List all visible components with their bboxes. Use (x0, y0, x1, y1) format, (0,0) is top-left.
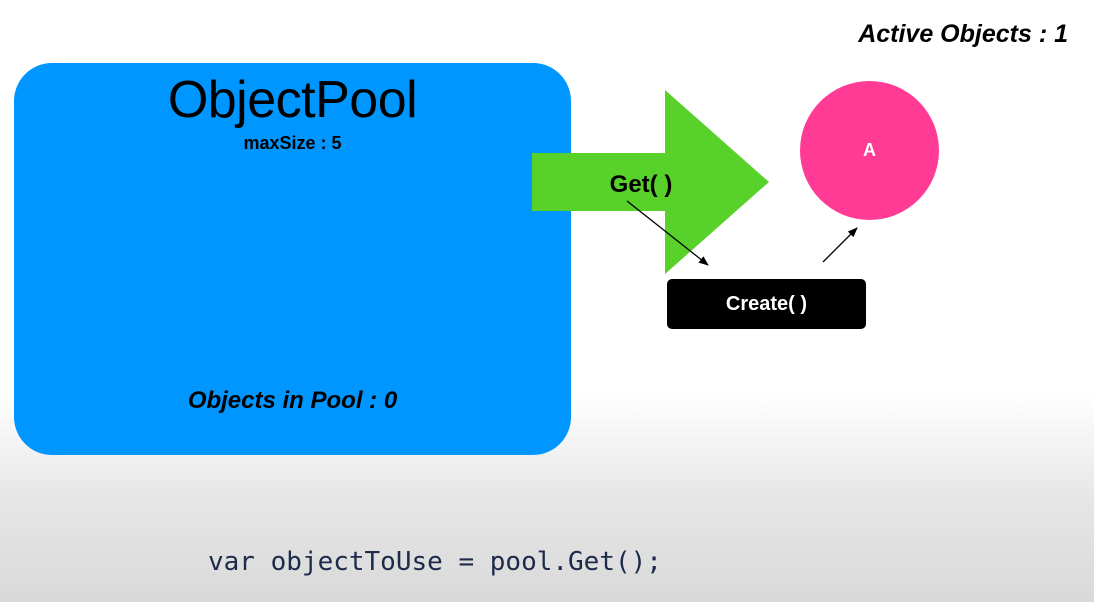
code-snippet: var objectToUse = pool.Get(); (208, 547, 662, 577)
get-arrow-shape (532, 90, 769, 274)
create-step-box: Create( ) (667, 279, 866, 329)
get-to-create-connector (626, 200, 709, 266)
object-pool-box (14, 63, 571, 455)
objects-in-pool-count: Objects in Pool : 0 (187, 387, 398, 414)
get-method-label: Get( ) (609, 171, 673, 198)
active-object-a: A (800, 81, 939, 220)
create-to-object-connector (822, 227, 858, 263)
object-pool-max-size: maxSize : 5 (243, 133, 342, 153)
active-objects-count: Active Objects : 1 (858, 20, 1068, 48)
create-step-label: Create( ) (725, 292, 808, 315)
active-object-a-label: A (863, 140, 876, 160)
object-pool-title: ObjectPool (167, 71, 418, 129)
